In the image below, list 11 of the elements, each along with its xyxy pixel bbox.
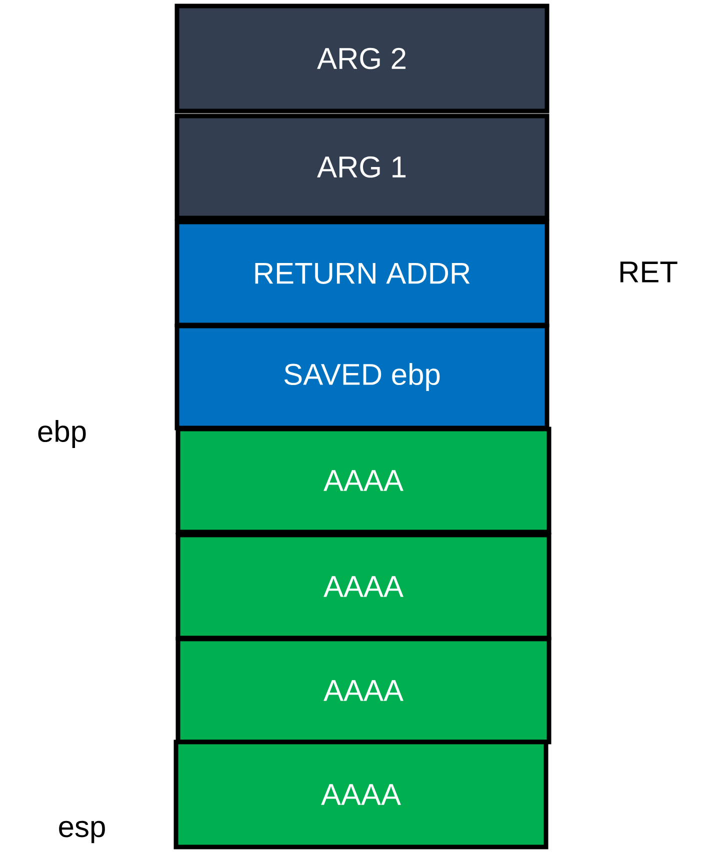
- stack-slot: AAAA: [174, 740, 548, 850]
- stack-slot: RETURN ADDR: [174, 220, 550, 328]
- register-label: esp: [59, 820, 105, 844]
- register-label: RET: [620, 262, 678, 282]
- stack-slot: ARG 2: [174, 4, 550, 114]
- stack-slot: AAAA: [176, 426, 552, 534]
- stack-slot: AAAA: [176, 636, 552, 744]
- stack-slot: ARG 1: [174, 114, 550, 220]
- stack-slot: SAVED ebp: [174, 324, 550, 430]
- register-label: ebp: [38, 420, 86, 448]
- stack-slot: AAAA: [176, 532, 552, 640]
